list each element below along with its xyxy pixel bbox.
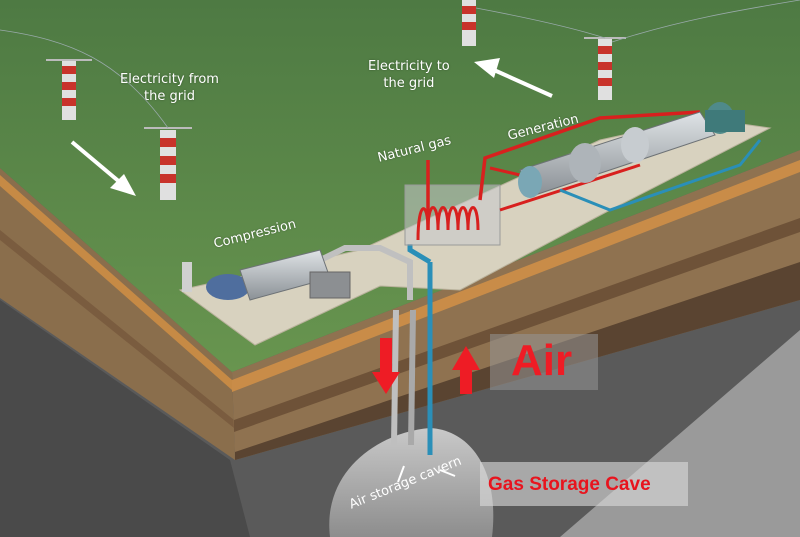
compression-pipe [298,245,413,300]
arrow-in-icon [110,174,136,196]
label-electricity-from-grid: Electricity from the grid [120,71,219,105]
air-flow-arrows [372,338,480,394]
air-storage-cavern [329,428,494,537]
label-line: Electricity from [120,72,219,87]
air-up-icon [452,346,480,370]
grid-flow-arrows [70,58,553,483]
cave-label-box [480,462,688,506]
label-line: the grid [383,76,435,91]
label-gas-storage-cave: Gas Storage Cave [488,474,651,495]
compression-train [182,249,351,301]
air-label-box [490,334,598,390]
cool-air-pipe [559,139,762,212]
label-air: Air [511,336,573,385]
label-line: Electricity to [368,59,450,74]
air-down-icon [372,372,400,394]
label-electricity-to-grid: Electricity to the grid [368,58,450,92]
transmission-towers [0,0,800,200]
natural-gas-pipes [426,110,701,230]
rock-left [0,300,250,537]
generation-train [518,102,745,198]
label-line: the grid [144,89,195,104]
arrow-out-icon [474,58,500,78]
